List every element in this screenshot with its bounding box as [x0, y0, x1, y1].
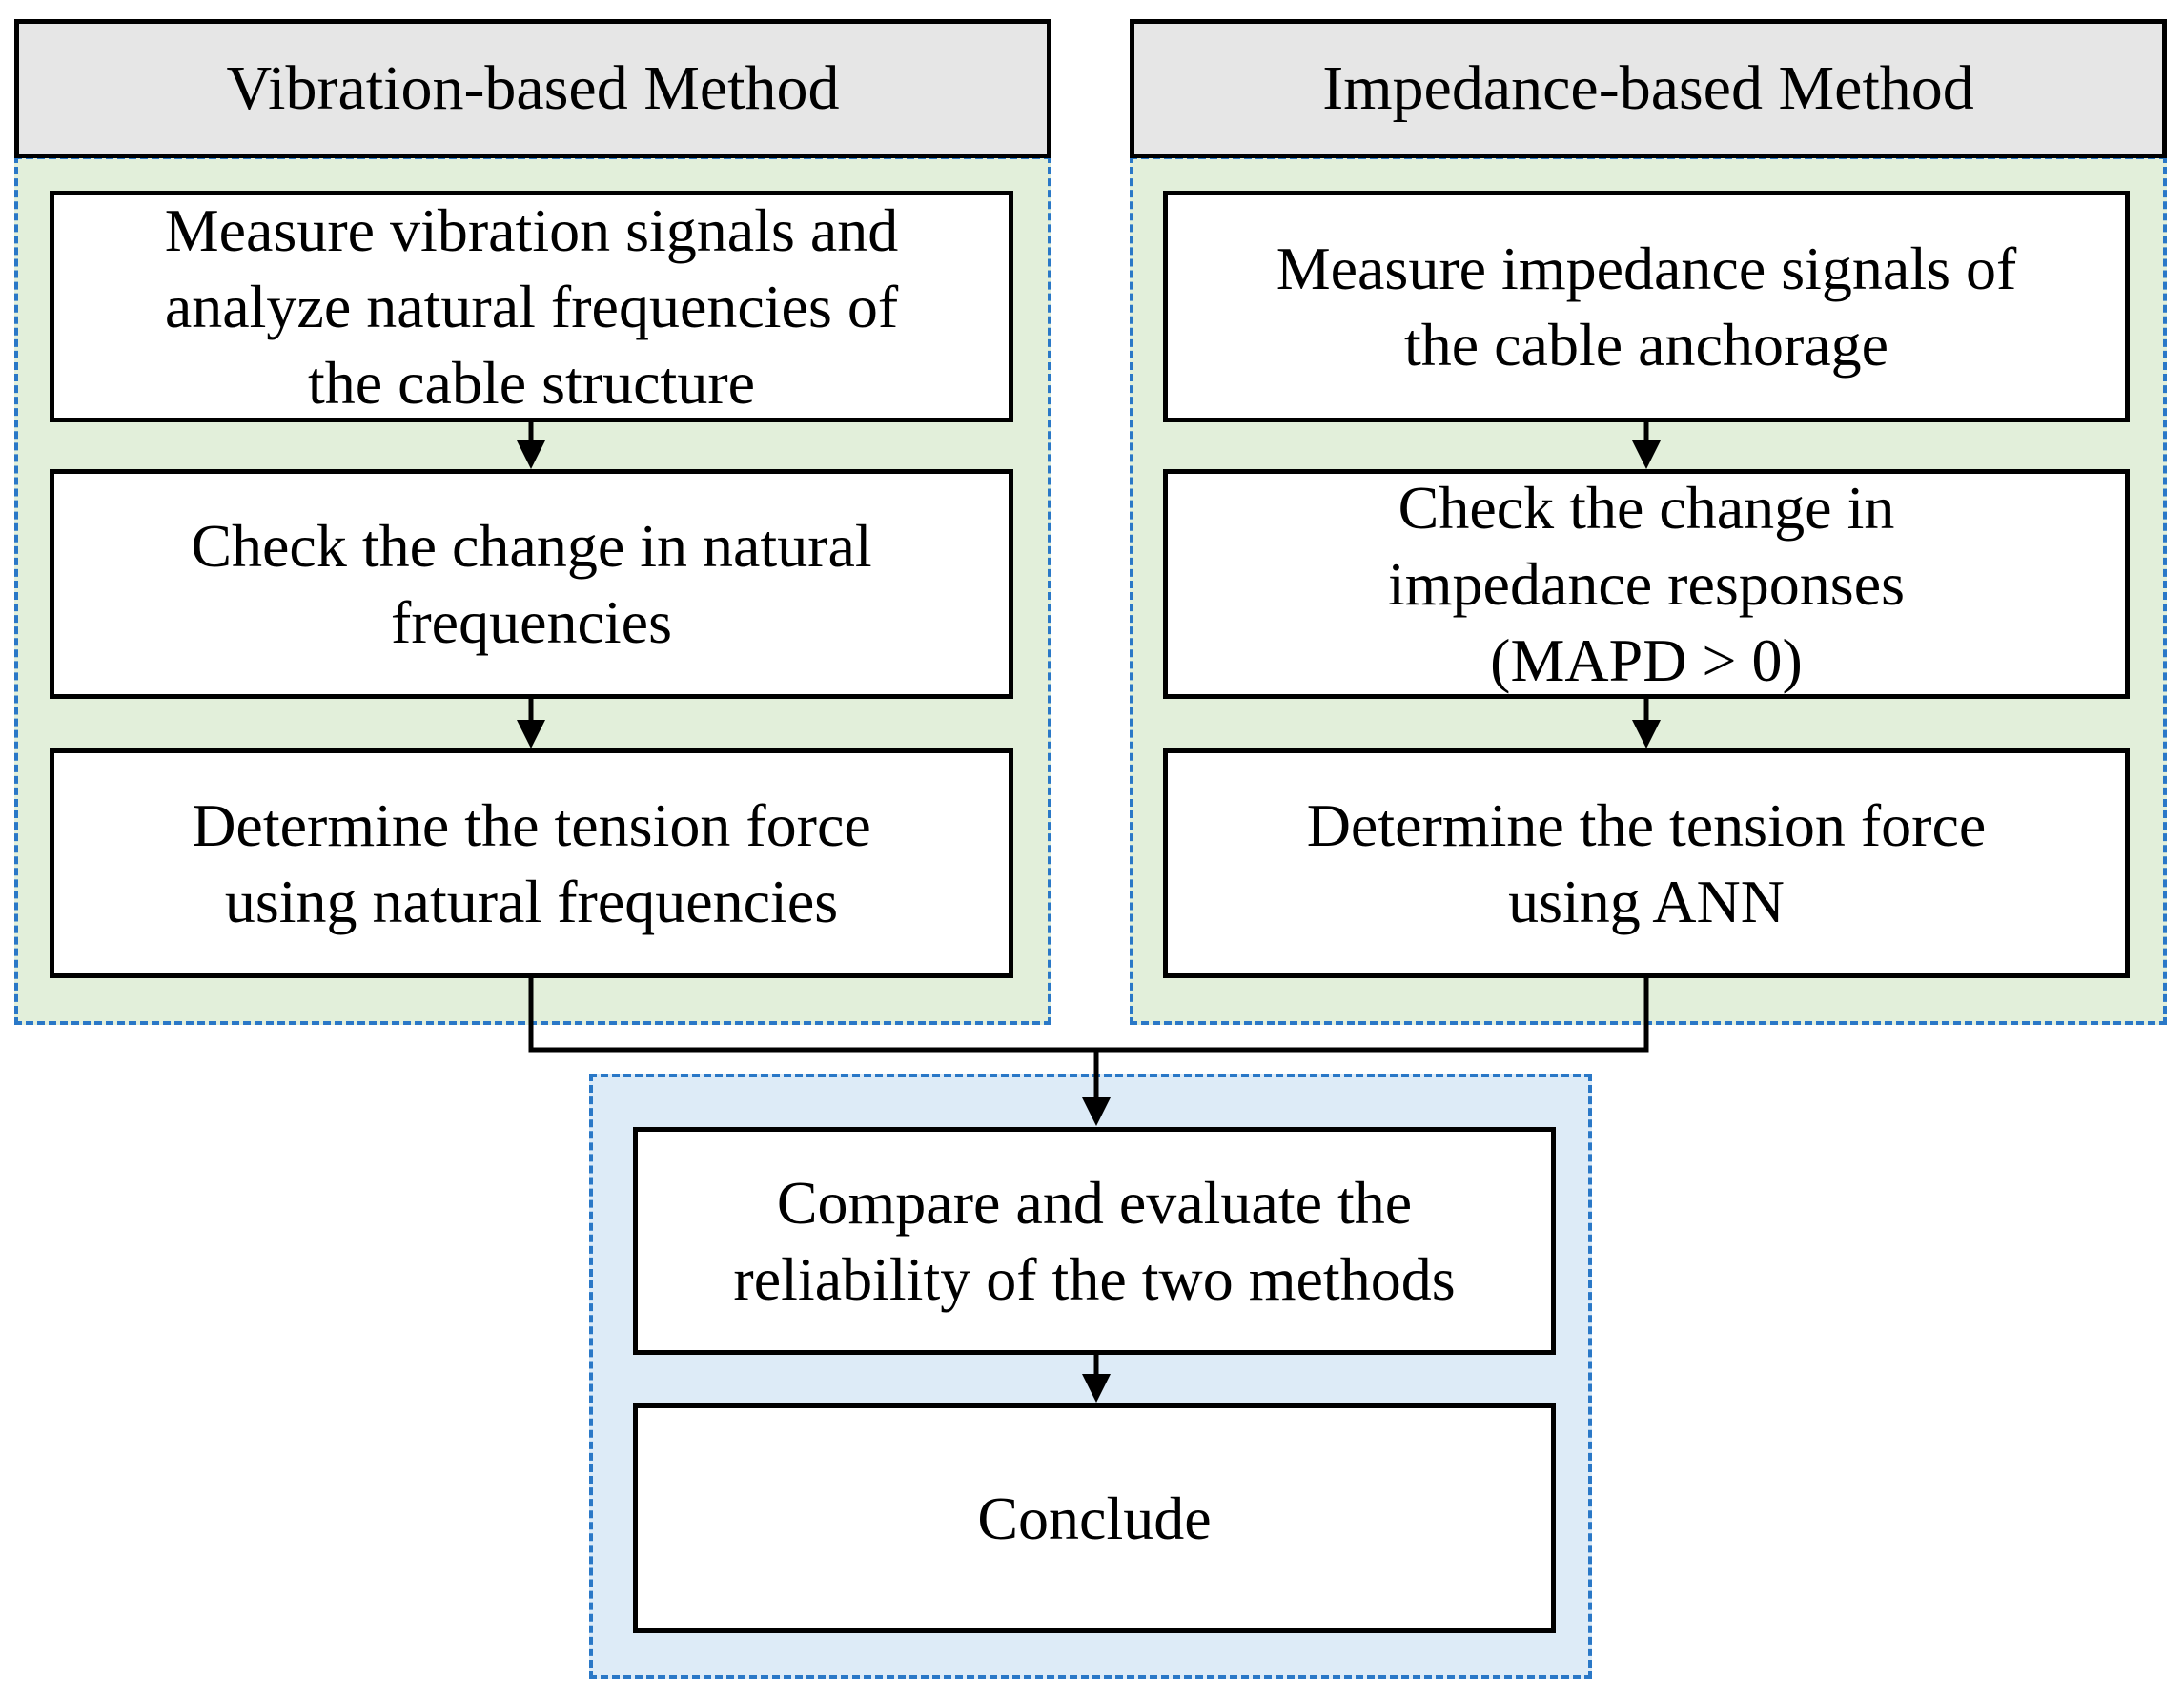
- vibration-step-measure: Measure vibration signals and analyze na…: [50, 191, 1013, 422]
- impedance-step-check: Check the change in impedance responses …: [1163, 469, 2130, 699]
- compare-evaluate-step: Compare and evaluate the reliability of …: [633, 1127, 1556, 1355]
- vibration-step-determine: Determine the tension force using natura…: [50, 748, 1013, 978]
- impedance-step-determine: Determine the tension force using ANN: [1163, 748, 2130, 978]
- impedance-step-measure: Measure impedance signals of the cable a…: [1163, 191, 2130, 422]
- vibration-step-check: Check the change in natural frequencies: [50, 469, 1013, 699]
- conclude-step: Conclude: [633, 1403, 1556, 1633]
- vibration-method-title: Vibration-based Method: [14, 19, 1051, 158]
- impedance-method-title: Impedance-based Method: [1130, 19, 2167, 158]
